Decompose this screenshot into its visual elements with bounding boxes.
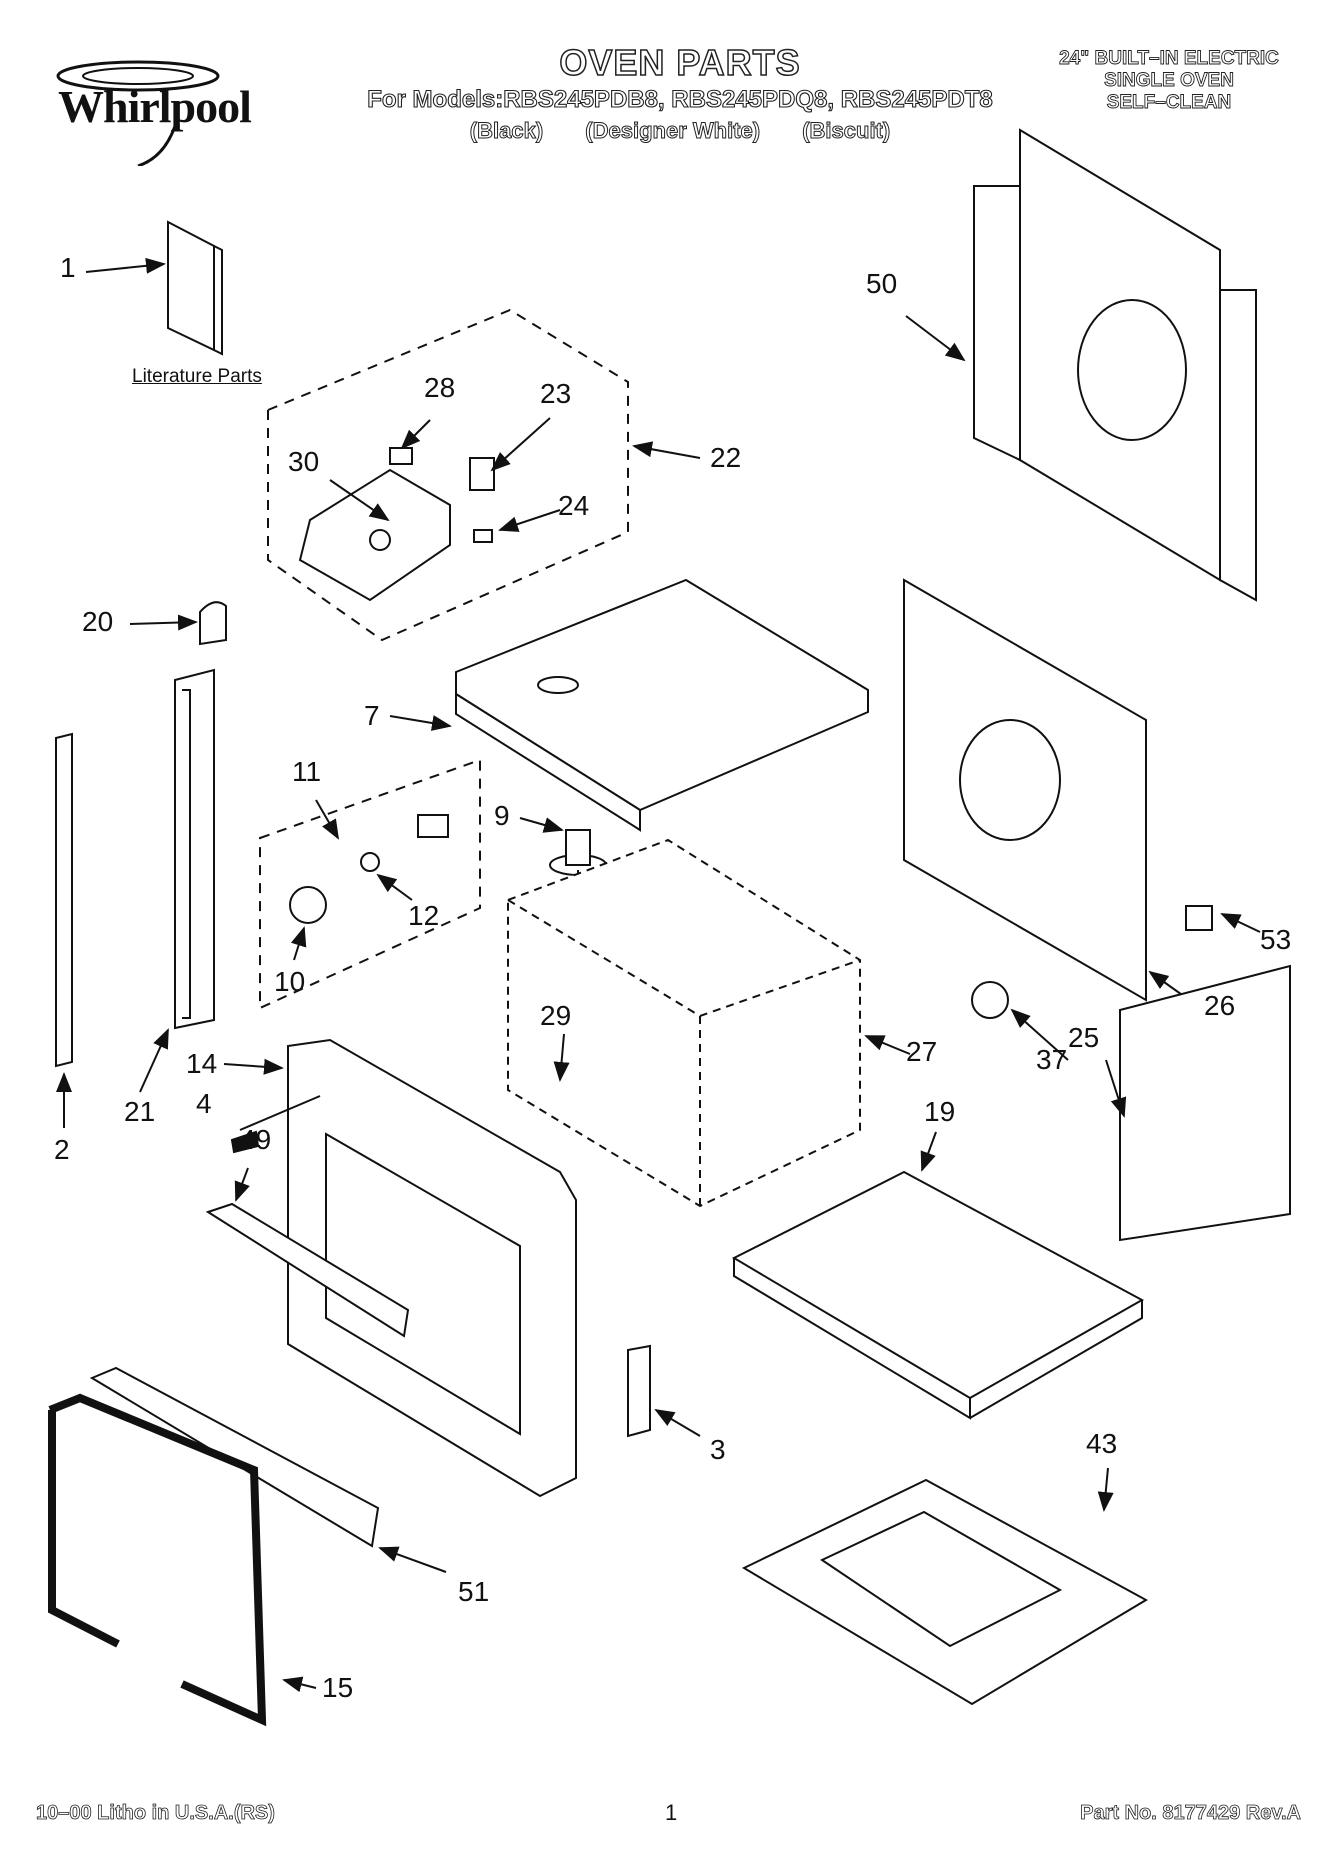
part-top-panel [455,578,869,832]
callout-26: 26 [1204,990,1236,1021]
callout-25: 25 [1068,1022,1100,1053]
product-line-3: SELF–CLEAN [1106,92,1232,114]
part-knob-10 [289,886,327,924]
part-tray-43 [741,1478,1149,1706]
callout-9: 9 [494,800,510,831]
callout-49: 49 [240,1124,272,1155]
color-black: (Black) [469,118,544,144]
callout-28: 28 [424,372,456,403]
part-20-icon [199,601,227,646]
callout-15: 15 [322,1672,354,1703]
callout-50: 50 [866,268,898,299]
part-side-panel-25 [1119,964,1291,1242]
page-title: OVEN PARTS [559,41,801,84]
part-back-panel-26 [903,578,1147,1002]
product-line-1: 24" BUILT–IN ELECTRIC [1059,48,1280,70]
footer-part-number: Part No. 8177429 Rev.A [1080,1802,1302,1825]
part-control-bracket [298,447,495,602]
color-biscuit: (Biscuit) [802,118,891,144]
callout-3: 3 [710,1434,726,1465]
callout-2: 2 [54,1134,70,1165]
part-53-icon [1185,905,1213,931]
part-vent-51 [89,1366,380,1548]
callout-12: 12 [408,900,440,931]
knob-assembly-outline [259,758,481,1010]
control-assembly-outline [267,308,629,642]
brand-name: Whirlpool [58,81,252,132]
callout-24: 24 [558,490,590,521]
part-49-icon [205,1202,410,1338]
whirlpool-logo: Whirlpool [28,46,288,168]
part-bottom-panel [731,1170,1145,1420]
color-designer-white: (Designer White) [585,118,761,144]
callout-23: 23 [540,378,572,409]
callout-1: 1 [60,252,76,283]
callout-7: 7 [364,700,380,731]
callout-10: 10 [274,966,306,997]
literature-parts-label: Literature Parts [132,366,262,387]
part-trim-2 [55,732,73,1068]
product-line-2: SINGLE OVEN [1104,70,1235,92]
callout-20: 20 [82,606,114,637]
callout-29: 29 [540,1000,572,1031]
callout-22: 22 [710,442,742,473]
callout-19: 19 [924,1096,956,1127]
callout-30: 30 [288,446,320,477]
footer-page-number: 1 [665,1800,678,1825]
callout-11: 11 [292,756,322,787]
product-description: 24" BUILT–IN ELECTRIC SINGLE OVEN SELF–C… [1039,48,1299,114]
part-literature-icon [167,220,223,356]
part-side-trim-21 [174,668,215,1030]
callout-4: 4 [196,1088,212,1119]
callout-51: 51 [458,1576,490,1607]
footer-litho: 10–00 Litho in U.S.A.(RS) [36,1802,276,1825]
part-rear-panel-50 [973,128,1257,602]
callout-27: 27 [906,1036,938,1067]
part-screw-4 [230,1130,260,1154]
part-front-frame [287,1038,577,1498]
callout-53: 53 [1260,924,1292,955]
part-gasket-15 [48,1393,267,1727]
callout-37: 37 [1036,1044,1068,1075]
color-list: (Black) (Designer White) (Biscuit) [360,118,1000,144]
swirl-logo-icon [56,60,220,168]
part-37-icon [971,981,1009,1019]
part-switch [417,814,449,838]
callout-14: 14 [186,1048,218,1079]
header-title-block: OVEN PARTS For Models:RBS245PDB8, RBS245… [360,41,1000,144]
part-knob-12 [360,852,380,872]
model-list: For Models:RBS245PDB8, RBS245PDQ8, RBS24… [367,85,994,113]
part-bracket-3 [627,1344,651,1438]
callout-43: 43 [1086,1428,1118,1459]
callout-21: 21 [124,1096,156,1127]
part-oven-cavity [507,838,861,1208]
